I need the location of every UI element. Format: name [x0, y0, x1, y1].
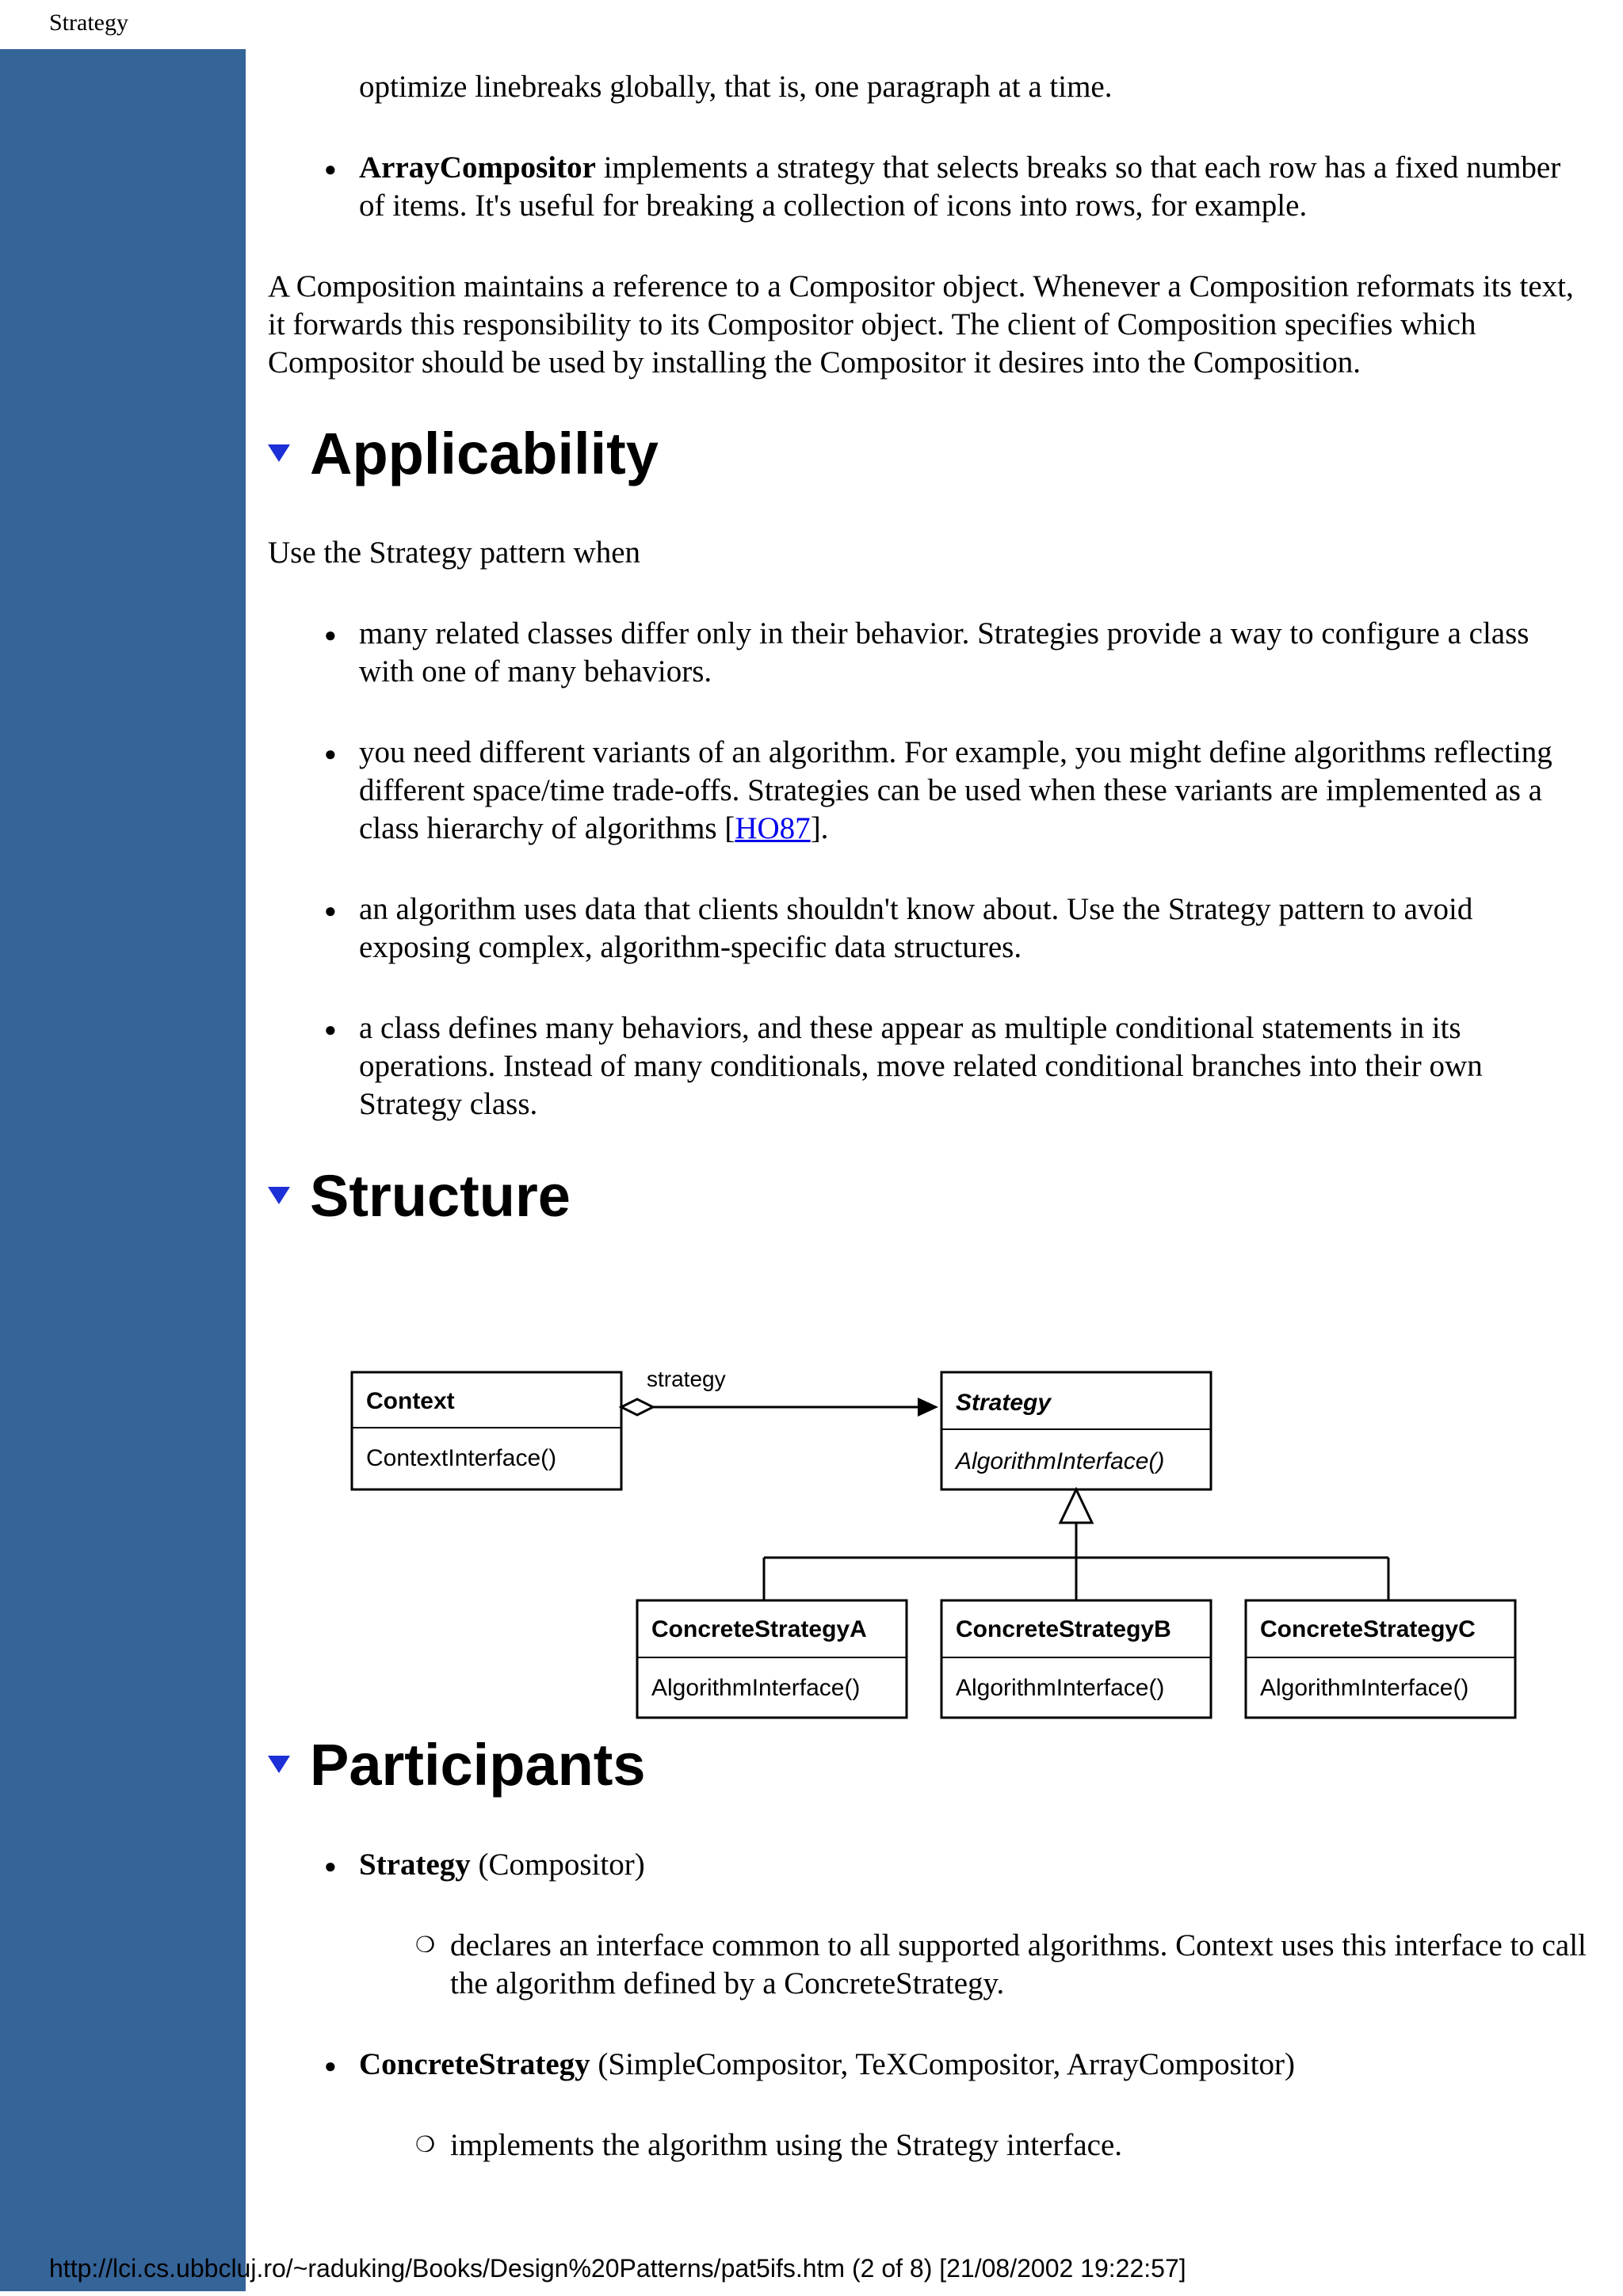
participant-strategy-paren: (Compositor): [470, 1848, 645, 1882]
concrete-strategy-a-op: AlgorithmInterface(): [651, 1675, 860, 1701]
strategy-class-op: AlgorithmInterface(): [954, 1448, 1164, 1474]
section-marker-icon: [268, 1187, 290, 1204]
applicability-heading: Applicability: [268, 422, 659, 486]
inheritance-tree: [762, 1486, 1390, 1600]
arrowhead-icon: [918, 1398, 938, 1417]
concrete-strategy-a-name: ConcreteStrategyA: [651, 1616, 867, 1642]
structure-diagram: Context ContextInterface() strategy Stra…: [350, 1367, 1517, 1719]
applicability-heading-text: Applicability: [310, 421, 659, 486]
participants-heading-text: Participants: [310, 1732, 646, 1798]
concrete-strategy-b-name: ConcreteStrategyB: [956, 1616, 1171, 1642]
context-class-op: ContextInterface(): [366, 1445, 556, 1471]
applicability-bullet-2: you need different variants of an algori…: [324, 734, 1591, 848]
applicability-bullet-4: a class defines many behaviors, and thes…: [324, 1009, 1591, 1123]
array-compositor-term: ArrayCompositor: [359, 151, 596, 185]
ho87-link[interactable]: HO87: [735, 811, 811, 845]
section-marker-icon: [268, 1756, 290, 1773]
concrete-strategy-c-op: AlgorithmInterface(): [1260, 1675, 1468, 1701]
concrete-strategy-b-op: AlgorithmInterface(): [956, 1675, 1164, 1701]
concrete-strategy-c-name: ConcreteStrategyC: [1260, 1616, 1476, 1642]
applicability-bullet-1: many related classes differ only in thei…: [324, 615, 1591, 691]
inheritance-triangle-icon: [1058, 1486, 1094, 1524]
concrete-strategy-a-box: ConcreteStrategyA AlgorithmInterface(): [636, 1599, 908, 1719]
context-class-box: Context ContextInterface(): [350, 1371, 623, 1491]
section-marker-icon: [268, 444, 290, 462]
applicability-bullet-2-end: ].: [810, 811, 829, 845]
left-sidebar: [0, 49, 246, 2291]
participant-strategy: Strategy (Compositor): [324, 1846, 1591, 1886]
structure-heading: Structure: [268, 1165, 571, 1228]
participant-concrete-term: ConcreteStrategy: [359, 2047, 590, 2081]
array-compositor-bullet: ArrayCompositor implements a strategy th…: [324, 149, 1591, 225]
association-label: strategy: [647, 1367, 726, 1391]
applicability-lead: Use the Strategy pattern when: [268, 536, 641, 570]
aggregation-diamond-icon: [618, 1398, 656, 1417]
page-footer-url: http://lci.cs.ubbcluj.ro/~raduking/Books…: [49, 2254, 1186, 2283]
participant-concrete-paren: (SimpleCompositor, TeXCompositor, ArrayC…: [590, 2047, 1295, 2081]
participant-concrete-strategy: ConcreteStrategy (SimpleCompositor, TeXC…: [324, 2046, 1591, 2085]
page-header-title: Strategy: [49, 10, 128, 36]
array-compositor-text: implements a strategy that selects break…: [359, 151, 1561, 223]
context-class-name: Context: [366, 1388, 455, 1414]
strategy-class-name: Strategy: [956, 1390, 1052, 1416]
composition-paragraph: A Composition maintains a reference to a…: [268, 269, 1574, 379]
participant-strategy-detail: declares an interface common to all supp…: [415, 1927, 1591, 2003]
participant-concrete-detail: implements the algorithm using the Strat…: [415, 2126, 1591, 2164]
participants-heading: Participants: [268, 1733, 646, 1797]
applicability-bullet-3: an algorithm uses data that clients shou…: [324, 891, 1591, 967]
strategy-association: strategy: [618, 1367, 938, 1417]
concrete-strategy-c-box: ConcreteStrategyC AlgorithmInterface(): [1244, 1599, 1517, 1719]
concrete-strategy-b-box: ConcreteStrategyB AlgorithmInterface(): [940, 1599, 1212, 1719]
strategy-class-box: Strategy AlgorithmInterface(): [940, 1371, 1212, 1491]
applicability-bullet-2-text: you need different variants of an algori…: [359, 735, 1552, 845]
structure-heading-text: Structure: [310, 1163, 571, 1229]
intro-fragment: optimize linebreaks globally, that is, o…: [359, 70, 1113, 104]
participant-strategy-term: Strategy: [359, 1848, 471, 1882]
